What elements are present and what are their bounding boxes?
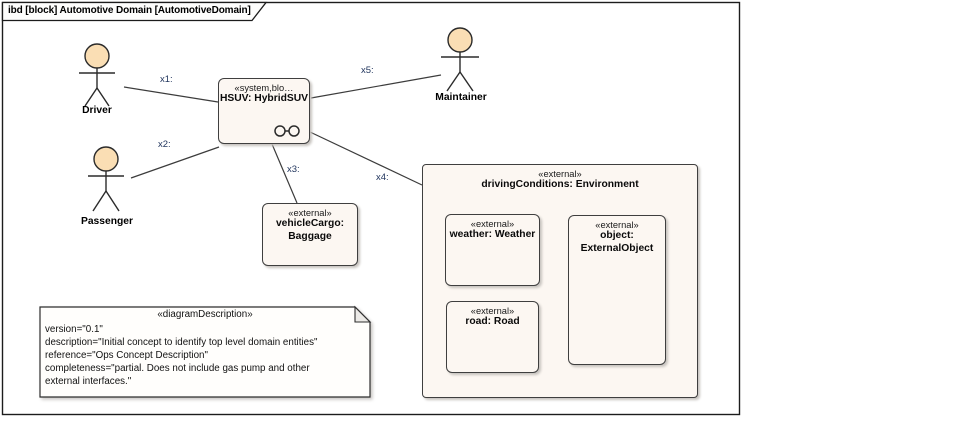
actor-label-driver: Driver	[82, 105, 112, 116]
external-object-stereotype: «external»	[595, 220, 639, 230]
note-line: external interfaces."	[45, 376, 132, 387]
connector-label-x4: x4:	[376, 172, 389, 183]
diagram-title: ibd [block] Automotive Domain [Automotiv…	[8, 5, 251, 16]
block-road[interactable]: «external» road: Road	[446, 301, 539, 373]
actor-label-passenger: Passenger	[80, 216, 134, 227]
diagram-frame	[1, 1, 741, 416]
note-line: description="Initial concept to identify…	[45, 337, 318, 348]
connector-x1[interactable]	[123, 86, 219, 103]
block-hsuv[interactable]: «system,blo… HSUV: HybridSUV	[218, 78, 310, 144]
connector-x4[interactable]	[309, 131, 423, 186]
connector-x3[interactable]	[271, 143, 298, 204]
block-vehicle-cargo[interactable]: «external» vehicleCargo: Baggage	[262, 203, 358, 266]
actors-group	[79, 27, 479, 212]
connector-label-x1: x1:	[160, 74, 173, 85]
linked-circles-icon	[274, 125, 300, 137]
vehicle-cargo-name: vehicleCargo: Baggage	[275, 218, 345, 242]
note-body[interactable]	[39, 306, 371, 398]
connectors-group	[123, 74, 442, 204]
actor-icon-passenger[interactable]	[88, 146, 124, 212]
actor-icon-driver[interactable]	[79, 43, 115, 107]
note-dogear-icon	[354, 305, 372, 323]
vehicle-cargo-stereotype: «external»	[288, 208, 332, 218]
note-line: completeness="partial. Does not include …	[45, 363, 310, 374]
frame-title-tab	[1, 1, 268, 22]
connector-x2[interactable]	[130, 146, 220, 179]
note-line: version="0.1"	[45, 324, 103, 335]
block-external-object[interactable]: «external» object: ExternalObject	[568, 215, 666, 365]
driving-conditions-stereotype: «external»	[538, 169, 582, 179]
connector-label-x2: x2:	[158, 139, 171, 150]
weather-stereotype: «external»	[470, 219, 515, 229]
weather-name: weather: Weather	[449, 229, 536, 240]
note-line: reference="Ops Concept Description"	[45, 350, 208, 361]
connector-x5[interactable]	[310, 74, 442, 99]
road-stereotype: «external»	[470, 306, 515, 316]
connector-label-x3: x3:	[287, 164, 300, 175]
driving-conditions-name: drivingConditions: Environment	[481, 179, 639, 190]
actor-label-maintainer: Maintainer	[435, 92, 487, 103]
diagram-description-note[interactable]	[39, 305, 372, 398]
road-name: road: Road	[465, 316, 520, 327]
note-text: version="0.1" description="Initial conce…	[45, 323, 367, 388]
external-object-name: object: ExternalObject	[580, 230, 654, 254]
hsuv-name: HSUV: HybridSUV	[219, 93, 309, 104]
block-weather[interactable]: «external» weather: Weather	[445, 214, 540, 286]
connector-label-x5: x5:	[361, 65, 374, 76]
actor-icon-maintainer[interactable]	[441, 27, 479, 92]
hsuv-stereotype: «system,blo…	[234, 83, 294, 93]
note-stereotype: «diagramDescription»	[157, 309, 253, 320]
